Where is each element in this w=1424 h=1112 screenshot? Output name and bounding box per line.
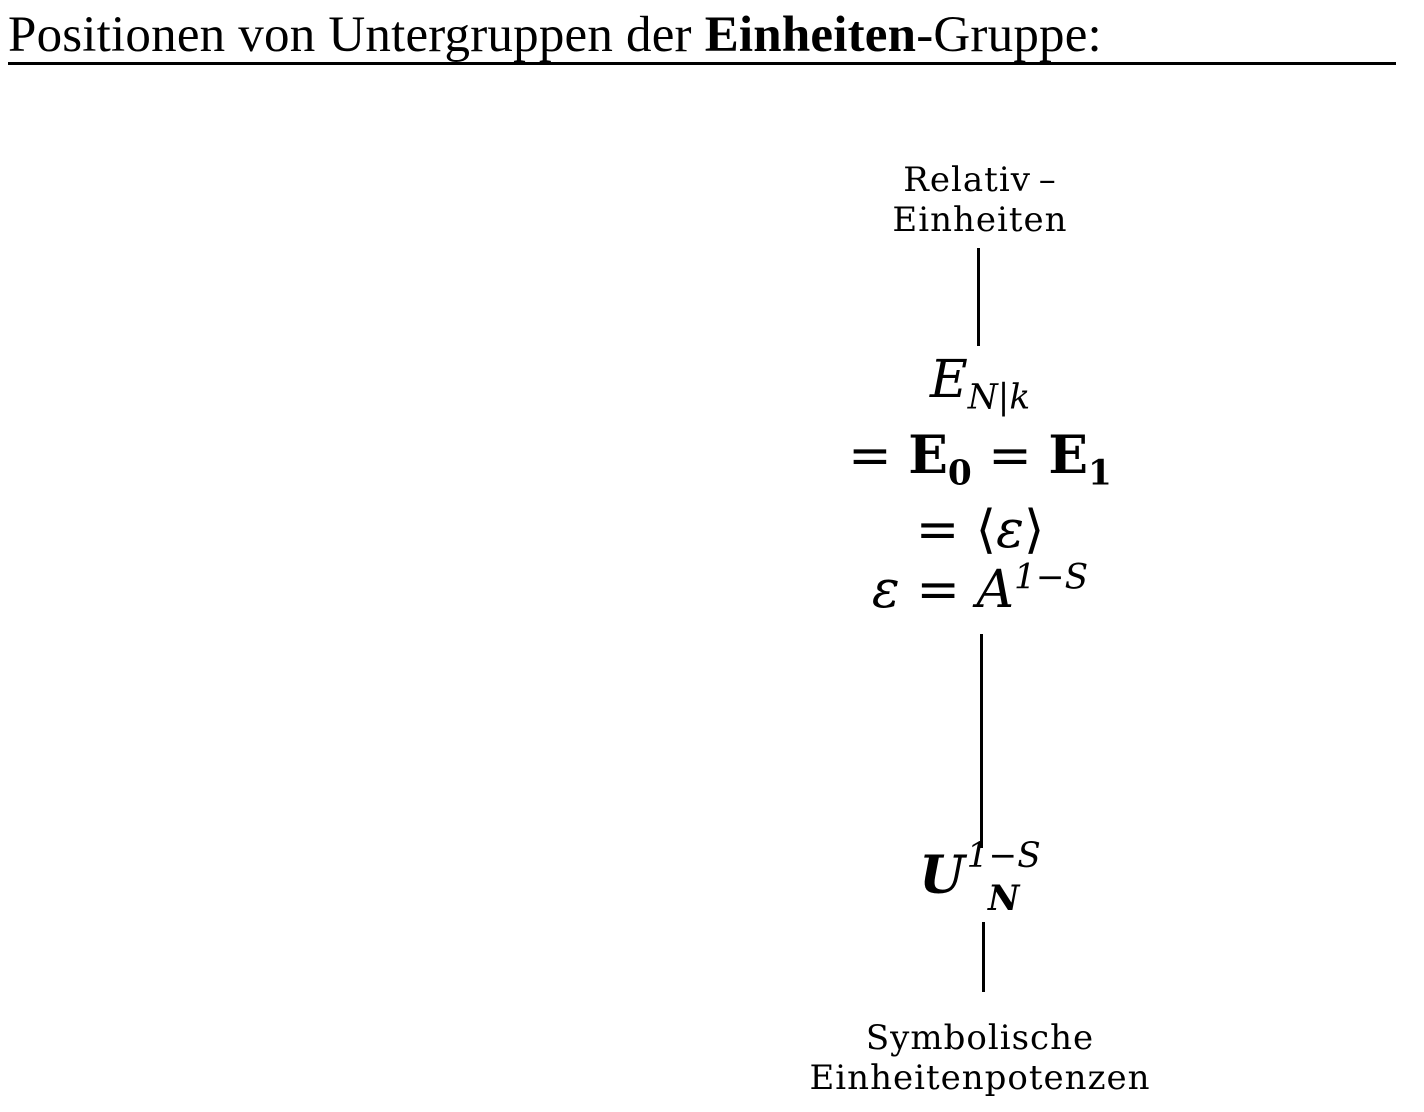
- node-top-line1: Relativ –: [903, 160, 1057, 200]
- title-bold: Einheiten: [704, 7, 917, 63]
- connector-bottom: [982, 922, 985, 992]
- e1-base: E: [1048, 425, 1089, 486]
- a-sup: 1−S: [1014, 557, 1089, 598]
- connector-middle: [980, 634, 983, 848]
- u-base: U: [919, 845, 965, 906]
- node-top-line2: Einheiten: [892, 200, 1068, 240]
- e0-sub: 0: [947, 453, 972, 494]
- enk-base: E: [929, 350, 968, 410]
- enk-sub: N|k: [967, 377, 1031, 418]
- math-eps-equals-a: ε = A1−S: [780, 560, 1180, 620]
- e1-sub: 1: [1088, 453, 1112, 494]
- node-bottom-line1: Symbolische: [865, 1018, 1095, 1058]
- connector-top: [977, 248, 980, 346]
- e0-base: E: [908, 425, 948, 486]
- title-prefix: Positionen von Untergruppen der: [8, 7, 705, 63]
- e0e1-eq1: =: [848, 426, 909, 486]
- u-sub: N: [987, 878, 1020, 919]
- math-eps-generated: = ⟨ε⟩: [780, 500, 1180, 560]
- math-e-nk: EN|k: [780, 350, 1180, 415]
- eps-var: ε: [996, 500, 1024, 560]
- e0e1-eq2: =: [971, 426, 1049, 486]
- a-eq: =: [899, 560, 977, 620]
- node-symbolische-einheitenpotenzen: Symbolische Einheitenpotenzen: [730, 1018, 1230, 1098]
- eps-close: ⟩: [1024, 500, 1045, 560]
- title-suffix: -Gruppe:: [916, 7, 1102, 63]
- node-bottom-line2: Einheitenpotenzen: [809, 1058, 1151, 1098]
- eps-open: = ⟨: [915, 500, 997, 560]
- math-e0-e1: = E0 = E1: [780, 425, 1180, 491]
- u-sup: 1−S: [966, 836, 1041, 877]
- title-underline: [8, 62, 1396, 65]
- node-relativ-einheiten: Relativ – Einheiten: [780, 160, 1180, 240]
- a-eps: ε: [871, 560, 900, 620]
- a-base: A: [976, 560, 1014, 620]
- page-title: Positionen von Untergruppen der Einheite…: [8, 4, 1102, 66]
